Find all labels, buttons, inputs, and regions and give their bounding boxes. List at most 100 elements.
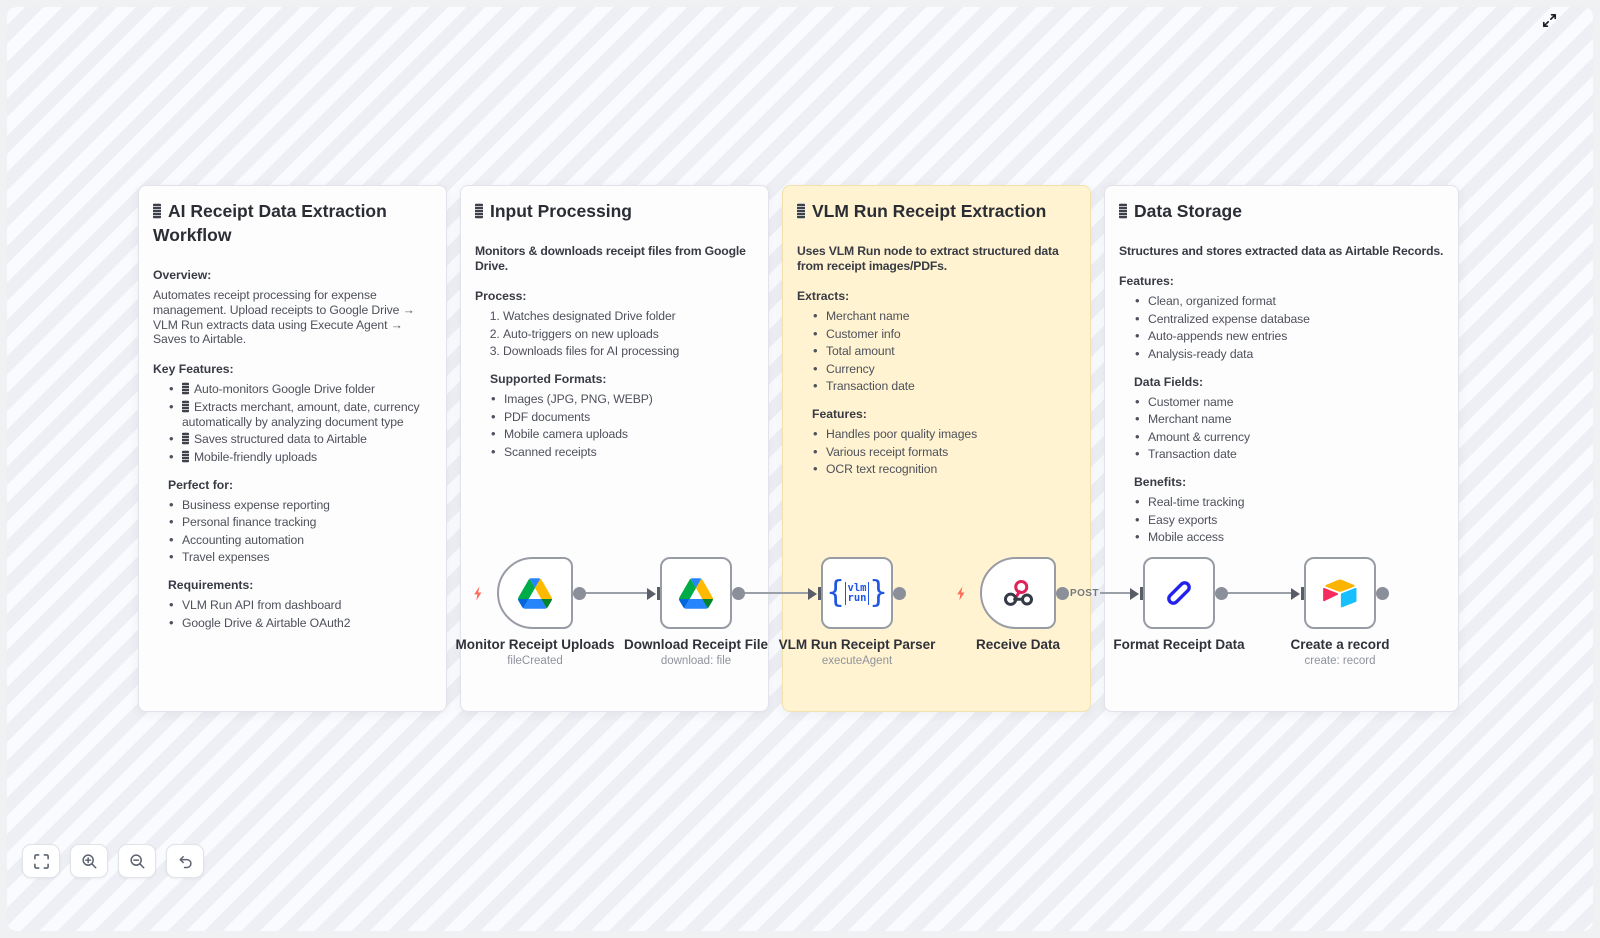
workflow-node-monitor-receipt-uploads[interactable] [497,557,573,629]
missing-emoji-glyph [1119,203,1127,219]
post-method-label: POST [1070,588,1099,599]
note-item-text: Personal finance tracking [182,515,317,530]
note-subheading: Supported Formats: [490,372,607,386]
connection-line [585,592,647,594]
note-bullet-item: Business expense reporting [168,497,432,513]
note-numbered-item: Downloads files for AI processing [503,344,754,359]
node-name-label: Receive Data [975,637,1061,652]
note-bullet-item: Auto-monitors Google Drive folder [168,381,432,397]
google-drive-icon [679,577,713,609]
note-item-text: Accounting automation [182,532,304,547]
note-bullet-item: Customer name [1134,394,1444,410]
note-item-text: Auto-triggers on new uploads [503,326,659,341]
note-bullet-item: Google Drive & Airtable OAuth2 [168,615,432,631]
output-port[interactable] [572,587,586,600]
node-name-label: Download Receipt File [623,637,769,652]
note-item-text: Auto-appends new entries [1148,329,1288,343]
connection-input-arrow [1130,588,1139,600]
node-name-label: VLM Run Receipt Parser [778,637,936,652]
connection-input-bar [1301,587,1304,600]
note-item-text: Analysis-ready data [1148,346,1254,361]
connection-input-bar [657,587,660,600]
fit-view-button[interactable] [22,844,60,878]
note-subheading: Requirements: [168,578,254,593]
google-drive-icon [518,577,552,609]
note-item-text: Travel expenses [182,550,270,565]
note-item-text: Auto-monitors Google Drive folder [194,382,375,397]
missing-emoji-glyph [797,203,805,219]
expand-icon [1542,13,1556,27]
note-item-text: Easy exports [1148,512,1218,527]
note-item-text: Scanned receipts [504,444,597,459]
node-subtitle-label: executeAgent [821,655,893,667]
note-bullets-list: Clean, organized formatCentralized expen… [1119,293,1444,362]
note-item-text: Extracts merchant, amount, date, currenc… [182,399,420,429]
note-bullet-item: Total amount [812,343,1076,359]
node-name-label: Create a record [1290,637,1390,652]
note-bullet-item: Scanned receipts [490,444,754,460]
workflow-node-format-receipt-data[interactable] [1143,557,1215,629]
node-name-label: Format Receipt Data [1113,637,1245,652]
note-numbered-item: Auto-triggers on new uploads [503,327,754,342]
note-heading: Features: [1119,274,1174,288]
note-item-text: Images (JPG, PNG, WEBP) [504,392,653,406]
connection-input-bar [818,587,821,600]
note-intro: Structures and stores extracted data as … [1119,244,1444,258]
note-bullet-item: Personal finance tracking [168,514,432,530]
output-port[interactable] [892,587,906,600]
note-heading: Key Features: [153,362,234,377]
trigger-bolt-icon [474,586,482,601]
output-port[interactable] [1214,587,1228,600]
note-bullets-list: Handles poor quality imagesVarious recei… [797,426,1076,477]
note-bullets-list: Auto-monitors Google Drive folderExtract… [153,381,432,465]
note-bullet-item: Real-time tracking [1134,494,1444,510]
note-bullet-item: Accounting automation [168,532,432,548]
workflow-node-create-a-record[interactable] [1304,557,1376,629]
airtable-icon [1323,579,1357,607]
output-port[interactable] [731,587,745,600]
note-title: Data Storage [1119,199,1444,223]
note-bullet-item: Saves structured data to Airtable [168,431,432,447]
note-bullet-item: Customer info [812,326,1076,342]
workflow-node-receive-data[interactable] [980,557,1056,629]
note-bullet-item: Merchant name [1134,411,1444,427]
note-item-text: Merchant name [826,309,910,323]
undo-button[interactable] [166,844,204,878]
note-bullet-item: Merchant name [812,308,1076,324]
vlm-logo-text: vlm [847,581,867,594]
note-bullet-item: Clean, organized format [1134,293,1444,309]
connection-line [1100,592,1130,594]
connection-line [744,592,808,594]
note-item-text: Currency [826,361,875,376]
workflow-node-download-receipt-file[interactable] [660,557,732,629]
missing-emoji-glyph [182,449,189,463]
output-port[interactable] [1055,587,1069,600]
zoom-in-button[interactable] [70,844,108,878]
missing-emoji-glyph [182,432,189,446]
note-bullet-item: Images (JPG, PNG, WEBP) [490,391,754,407]
note-bullet-item: PDF documents [490,409,754,425]
note-item-text: Customer info [826,326,901,341]
note-item-text: Transaction date [826,379,915,393]
note-item-text: Transaction date [1148,447,1237,461]
note-item-text: Centralized expense database [1148,311,1310,326]
missing-emoji-glyph [153,203,161,219]
note-item-text: Real-time tracking [1148,495,1245,509]
note-subheading: Features: [812,407,867,421]
zoom-out-button[interactable] [118,844,156,878]
output-port[interactable] [1375,587,1389,600]
note-item-text: Business expense reporting [182,497,330,512]
note-bullet-item: OCR text recognition [812,461,1076,477]
note-paragraph: Automates receipt processing for expense… [153,288,415,347]
expand-button[interactable] [1537,8,1561,32]
note-numbered-item: Watches designated Drive folder [503,309,754,324]
note-title-text: AI Receipt Data Extraction Workflow [153,201,387,245]
